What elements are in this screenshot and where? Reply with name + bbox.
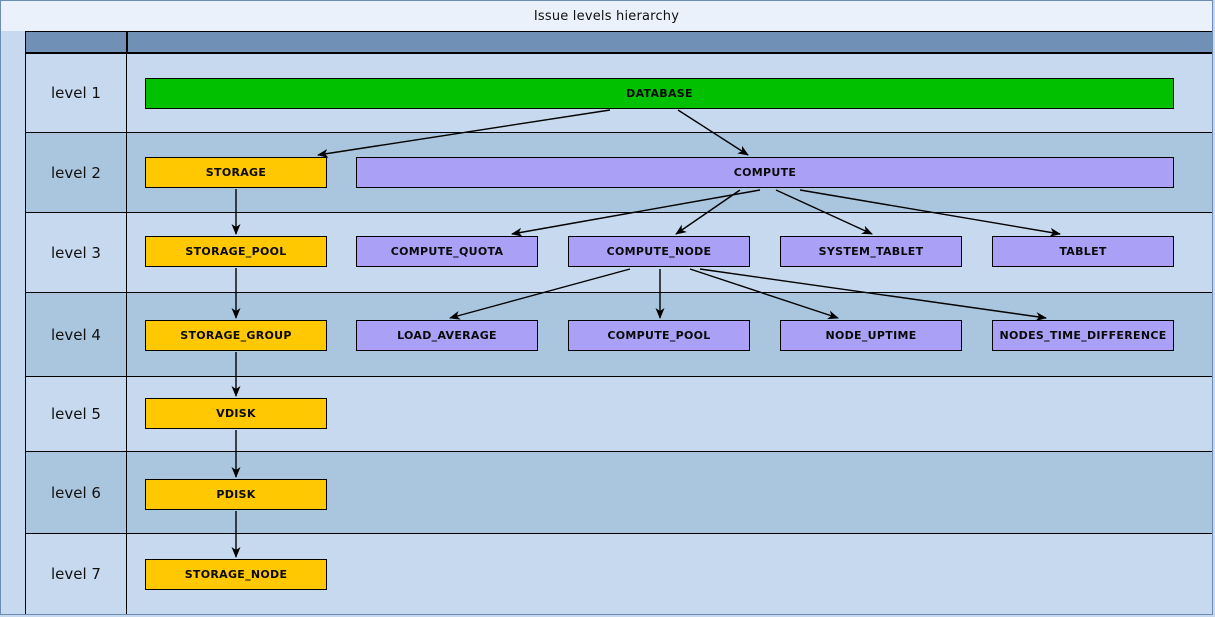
level-label: level 4 — [51, 325, 101, 344]
node-database[interactable]: DATABASE — [145, 78, 1174, 109]
node-system_tablet[interactable]: SYSTEM_TABLET — [780, 236, 962, 267]
header-band-level-column — [25, 31, 127, 53]
node-compute_quota[interactable]: COMPUTE_QUOTA — [356, 236, 538, 267]
level-label: level 2 — [51, 163, 101, 182]
level-label: level 1 — [51, 84, 101, 102]
node-tablet[interactable]: TABLET — [992, 236, 1174, 267]
level-label-cell: level 2 — [26, 133, 127, 212]
level-label-cell: level 3 — [26, 213, 127, 292]
diagram-title-bar: Issue levels hierarchy — [0, 0, 1213, 31]
left-gutter-column — [0, 53, 26, 615]
level-label: level 3 — [51, 243, 101, 262]
node-compute[interactable]: COMPUTE — [356, 157, 1174, 188]
node-storage_group[interactable]: STORAGE_GROUP — [145, 320, 327, 351]
node-nodes_time_difference[interactable]: NODES_TIME_DIFFERENCE — [992, 320, 1174, 351]
level-label-cell: level 5 — [26, 377, 127, 451]
node-load_average[interactable]: LOAD_AVERAGE — [356, 320, 538, 351]
node-vdisk[interactable]: VDISK — [145, 398, 327, 429]
level-label-cell: level 6 — [26, 452, 127, 533]
node-storage_node[interactable]: STORAGE_NODE — [145, 559, 327, 590]
node-compute_node[interactable]: COMPUTE_NODE — [568, 236, 750, 267]
node-compute_pool[interactable]: COMPUTE_POOL — [568, 320, 750, 351]
page-title: Issue levels hierarchy — [533, 8, 680, 24]
header-band-content-column — [127, 31, 1213, 53]
node-pdisk[interactable]: PDISK — [145, 479, 327, 510]
level-label: level 7 — [51, 565, 101, 583]
level-label-cell: level 1 — [26, 54, 127, 132]
node-storage_pool[interactable]: STORAGE_POOL — [145, 236, 327, 267]
level-label-cell: level 7 — [26, 534, 127, 614]
level-label-cell: level 4 — [26, 293, 127, 376]
level-label: level 6 — [51, 483, 101, 502]
level-label: level 5 — [51, 405, 101, 423]
node-node_uptime[interactable]: NODE_UPTIME — [780, 320, 962, 351]
node-storage[interactable]: STORAGE — [145, 157, 327, 188]
